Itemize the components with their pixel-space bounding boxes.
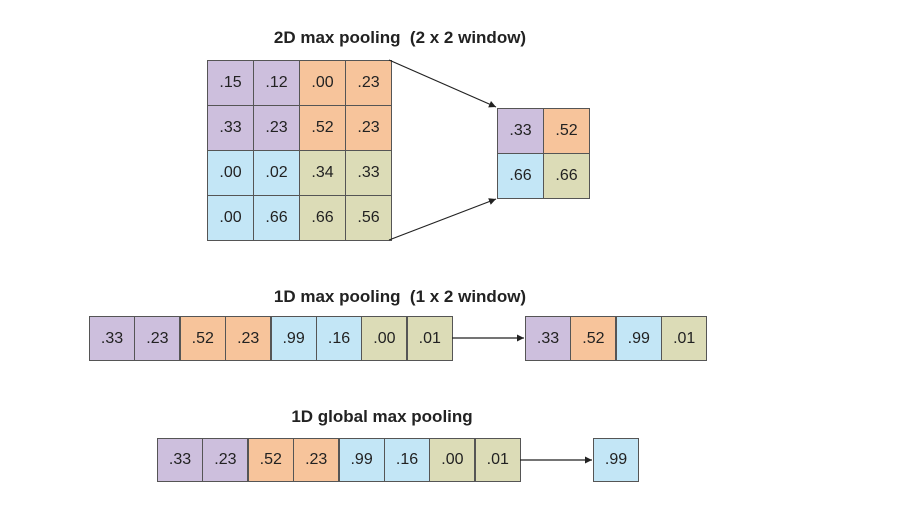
pool1d-output-cell: .99 xyxy=(615,316,662,361)
global1d-title: 1D global max pooling xyxy=(291,407,473,426)
pool2d-output-cell: .66 xyxy=(497,153,544,199)
pool1d-output-cell: .01 xyxy=(661,316,708,361)
pool2d-input-cell: .23 xyxy=(345,105,392,151)
global1d-input-cell: .23 xyxy=(202,438,249,482)
pool2d-top-arrow xyxy=(388,59,497,108)
pool1d-input-cell: .23 xyxy=(134,316,181,361)
pool2d-output-cell: .52 xyxy=(543,108,590,154)
pool2d-input-cell: .33 xyxy=(345,150,392,196)
global1d-input-cell: .33 xyxy=(157,438,203,482)
pool1d-input-cell: .33 xyxy=(89,316,135,361)
pool2d-input-cell: .00 xyxy=(299,60,346,106)
pool2d-input-cell: .12 xyxy=(253,60,300,106)
pool2d-output-cell: .66 xyxy=(543,153,590,199)
pool2d-input-cell: .00 xyxy=(207,195,254,241)
pool1d-input-cell: .16 xyxy=(316,316,362,361)
global1d-input-cell: .23 xyxy=(293,438,340,482)
pool1d-output-cell: .52 xyxy=(570,316,617,361)
global1d-input-cell: .16 xyxy=(384,438,430,482)
pool2d-title: 2D max pooling (2 x 2 window) xyxy=(273,28,527,47)
global1d-input-cell: .01 xyxy=(474,438,521,482)
pool2d-bottom-arrow xyxy=(388,198,497,241)
pool1d-input-cell: .23 xyxy=(225,316,272,361)
pool2d-input-cell: .23 xyxy=(345,60,392,106)
pool2d-input-cell: .23 xyxy=(253,105,300,151)
pool2d-input-cell: .66 xyxy=(253,195,300,241)
pool1d-title: 1D max pooling (1 x 2 window) xyxy=(273,287,527,306)
global1d-input-cell: .52 xyxy=(247,438,294,482)
pool1d-input-cell: .99 xyxy=(270,316,317,361)
pool2d-input-cell: .15 xyxy=(207,60,254,106)
global1d-input-cell: .99 xyxy=(338,438,385,482)
pool2d-input-cell: .02 xyxy=(253,150,300,196)
pool1d-input-cell: .52 xyxy=(179,316,226,361)
pool2d-input-cell: .00 xyxy=(207,150,254,196)
global1d-output-cell: .99 xyxy=(593,438,639,482)
pool1d-input-cell: .00 xyxy=(361,316,408,361)
pool1d-output-cell: .33 xyxy=(525,316,571,361)
pool2d-output-cell: .33 xyxy=(497,108,544,154)
pool2d-input-cell: .34 xyxy=(299,150,346,196)
pool2d-input-cell: .56 xyxy=(345,195,392,241)
